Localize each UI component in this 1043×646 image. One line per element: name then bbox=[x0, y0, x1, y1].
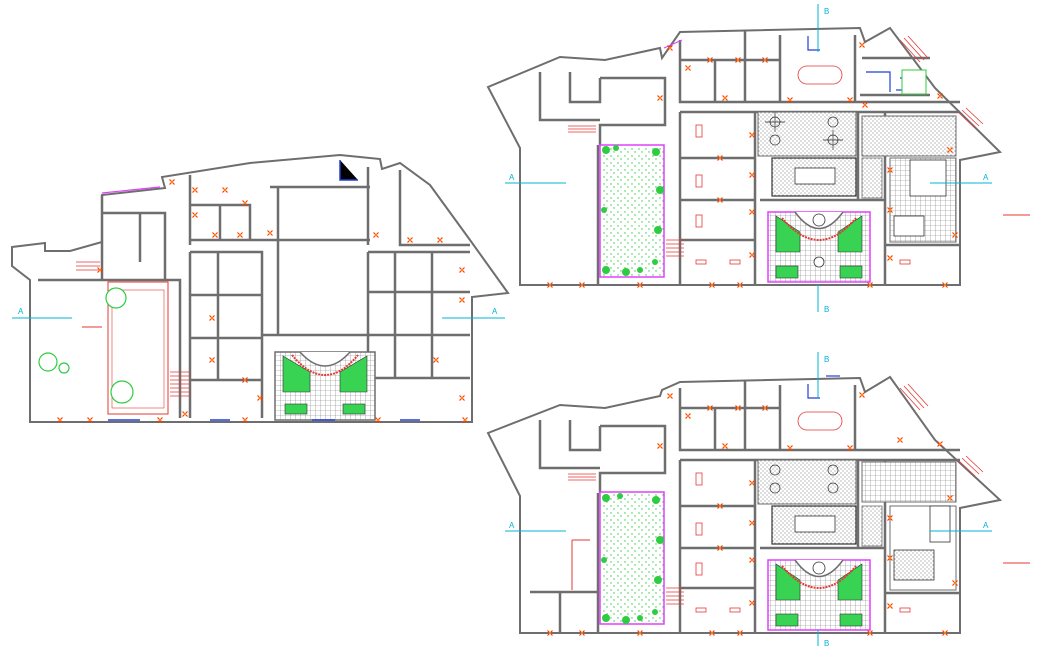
auditorium bbox=[274, 351, 376, 421]
tree-icon bbox=[601, 145, 664, 276]
plan-outline bbox=[11, 153, 510, 423]
section-label: B bbox=[824, 639, 829, 646]
tree-icon bbox=[601, 493, 664, 624]
section-label: B bbox=[824, 355, 829, 364]
section-label: A bbox=[983, 521, 989, 530]
interior-walls bbox=[38, 167, 470, 418]
section-label: B bbox=[824, 7, 829, 16]
section-label: A bbox=[18, 307, 24, 316]
section-label: A bbox=[492, 307, 498, 316]
section-label: B bbox=[824, 305, 829, 314]
office-area bbox=[861, 461, 957, 503]
stair-icon bbox=[568, 35, 984, 257]
lounge-area bbox=[757, 111, 857, 157]
auditorium bbox=[767, 211, 871, 283]
door-icon bbox=[807, 375, 840, 399]
auditorium bbox=[767, 559, 871, 631]
first-floor-plan: A A B B bbox=[486, 4, 1030, 314]
office-area bbox=[861, 115, 957, 157]
lounge-area bbox=[757, 459, 857, 505]
garden-courtyard bbox=[599, 144, 665, 278]
ground-floor-plan: A A bbox=[11, 153, 510, 424]
section-label: A bbox=[983, 173, 989, 182]
stair-icon bbox=[76, 261, 190, 397]
door-icon bbox=[108, 160, 420, 421]
garden-courtyard bbox=[599, 491, 665, 625]
stair-icon bbox=[568, 383, 984, 605]
section-label: A bbox=[509, 173, 515, 182]
section-label: A bbox=[509, 521, 515, 530]
second-floor-plan: A A B B bbox=[486, 352, 1030, 646]
tree-icon bbox=[38, 287, 134, 404]
